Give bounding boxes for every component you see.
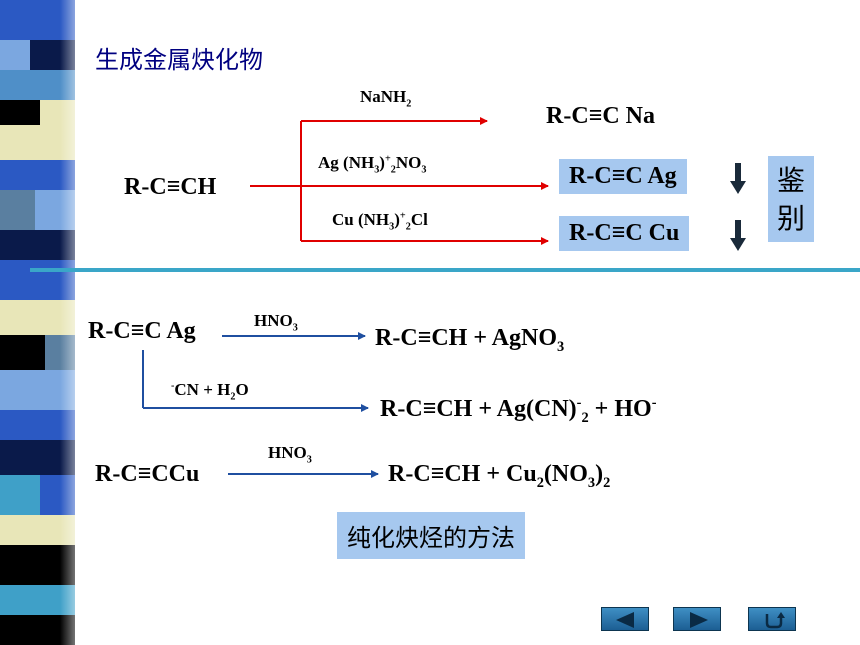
reagent-nanh2: NaNH2	[360, 87, 412, 110]
silver-acetylide: R-C≡C Ag	[88, 318, 196, 344]
product-alkyne-agno3: R-C≡CH + AgNO3	[375, 325, 565, 355]
blue-arrows	[142, 332, 379, 478]
red-branch-arrows	[250, 117, 549, 245]
product-sodium-acetylide: R-C≡C Na	[546, 103, 655, 129]
prev-slide-button[interactable]	[601, 607, 649, 631]
purification-method-label: 纯化炔烃的方法	[337, 512, 525, 559]
return-button[interactable]	[748, 607, 796, 631]
product-alkyne-cuno3: R-C≡CH + Cu2(NO3)2	[388, 461, 611, 491]
product-alkyne-agcn: R-C≡CH + Ag(CN)-2 + HO-	[380, 395, 657, 426]
product-silver-acetylide: R-C≡C Ag	[559, 159, 687, 194]
down-arrow-icon	[730, 220, 746, 251]
reagent-tollens: Ag (NH3)+2NO3	[318, 153, 427, 176]
return-arrow-icon	[765, 612, 785, 629]
terminal-alkyne: R-C≡CH	[124, 174, 217, 200]
decorative-side-strip	[0, 0, 100, 645]
section-divider	[30, 268, 860, 272]
reagent-cuprous-ammonia: Cu (NH3)+2Cl	[332, 210, 428, 233]
product-copper-acetylide: R-C≡C Cu	[559, 216, 690, 251]
slide-title: 生成金属炔化物	[95, 46, 263, 74]
next-triangle-icon	[690, 612, 708, 628]
reagent-hno3-cu: HNO3	[268, 443, 312, 466]
reagent-cyanide-water: -CN + H2O	[171, 380, 249, 403]
prev-triangle-icon	[616, 612, 634, 628]
next-slide-button[interactable]	[673, 607, 721, 631]
identification-label: 鉴别	[768, 156, 814, 242]
down-arrow-icon	[730, 163, 746, 194]
reagent-hno3: HNO3	[254, 311, 298, 334]
copper-acetylide: R-C≡CCu	[95, 461, 200, 487]
